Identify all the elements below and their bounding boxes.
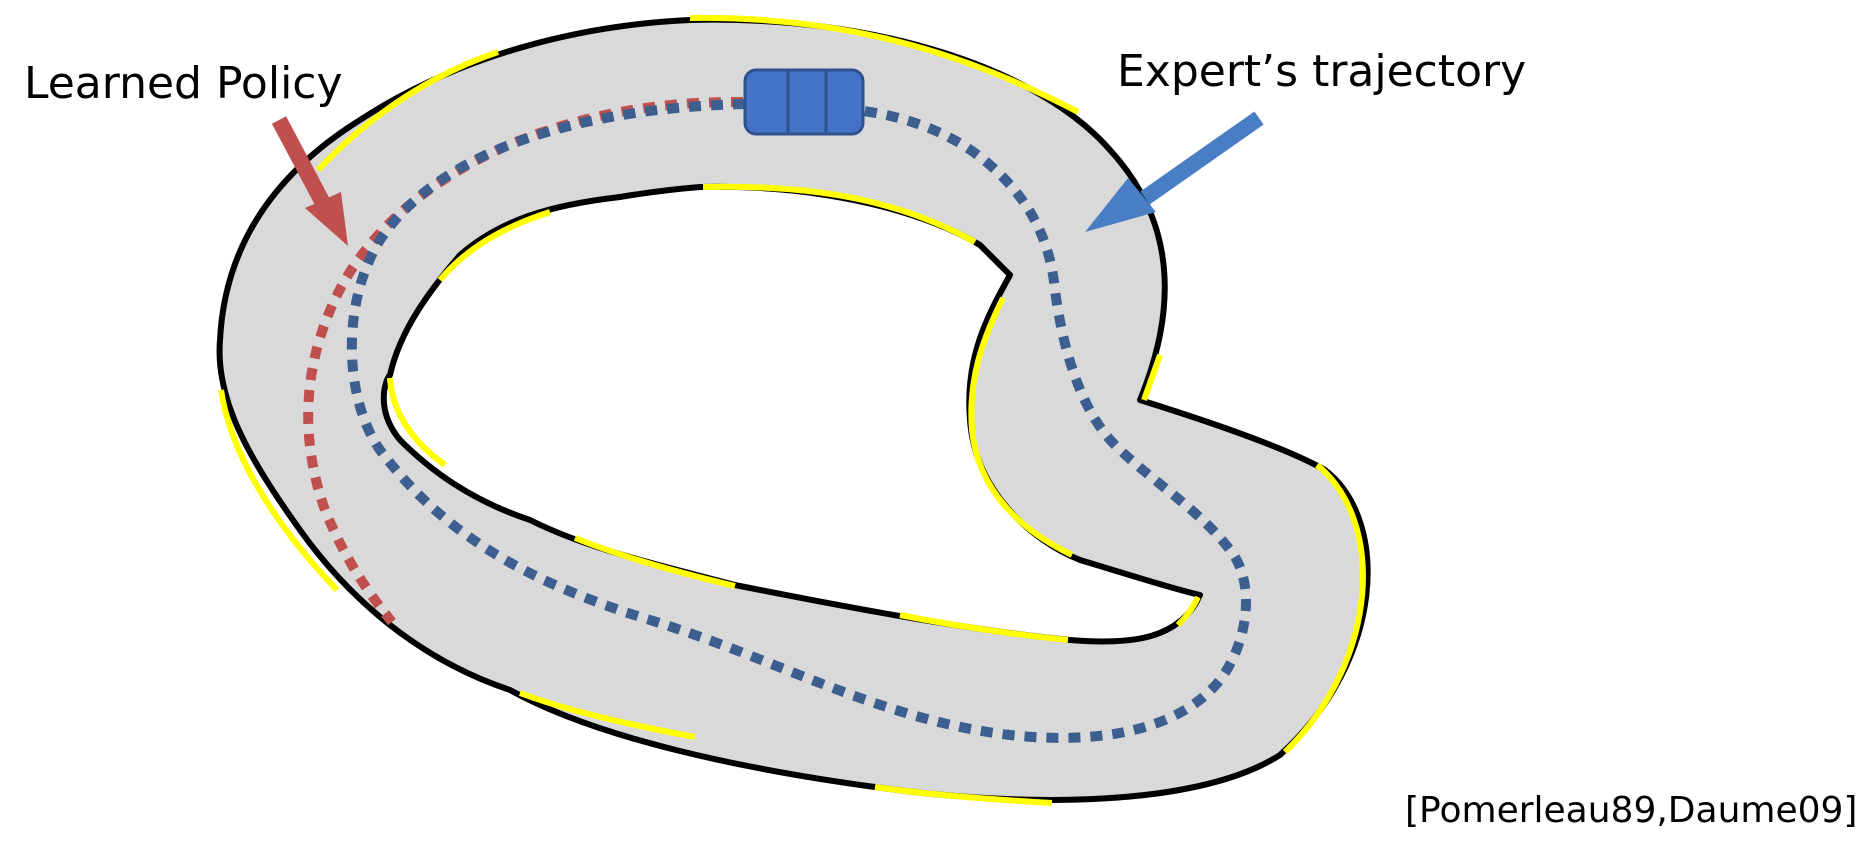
arrow-down-left-icon (1085, 111, 1264, 232)
outer-yellow-left (218, 389, 340, 593)
outer-edge-yellow-segments (218, 14, 1366, 806)
inner-yellow-left (387, 377, 447, 468)
track-diagram (216, 14, 1371, 806)
inner-yellow-top (702, 183, 977, 245)
learned-arrow-head (305, 192, 348, 246)
expert-trajectory (346, 99, 1251, 743)
outer-yellow-right-notch (1141, 353, 1163, 402)
car-body (743, 68, 865, 136)
expert-arrow-shaft (1140, 111, 1264, 205)
expert-arrow-head (1085, 178, 1156, 232)
outer-yellow-right (1282, 462, 1366, 755)
citation-label: [Pomerleau89,Daume09] (1405, 790, 1857, 831)
outer-yellow-bottom-right (874, 784, 1053, 806)
inner-yellow-top-left (437, 209, 551, 282)
inner-yellow-right (968, 296, 1074, 558)
inner-edge-yellow-segments (387, 183, 1201, 643)
inner-yellow-tip (1175, 595, 1201, 628)
learned-policy-label: Learned Policy (24, 58, 343, 109)
arrow-down-right-icon (271, 116, 348, 246)
outer-yellow-top-left (315, 49, 499, 173)
outer-yellow-top (689, 14, 1080, 115)
expert-trajectory-label: Expert’s trajectory (1117, 46, 1527, 97)
outer-yellow-bottom-left (518, 690, 696, 740)
learned-arrow-shaft (271, 116, 332, 209)
road-surface (219, 19, 1368, 800)
inner-yellow-bottom-left (573, 535, 736, 589)
inner-yellow-bottom-right (899, 612, 1069, 643)
inner-edge (380, 183, 1203, 645)
car-icon (743, 68, 865, 136)
